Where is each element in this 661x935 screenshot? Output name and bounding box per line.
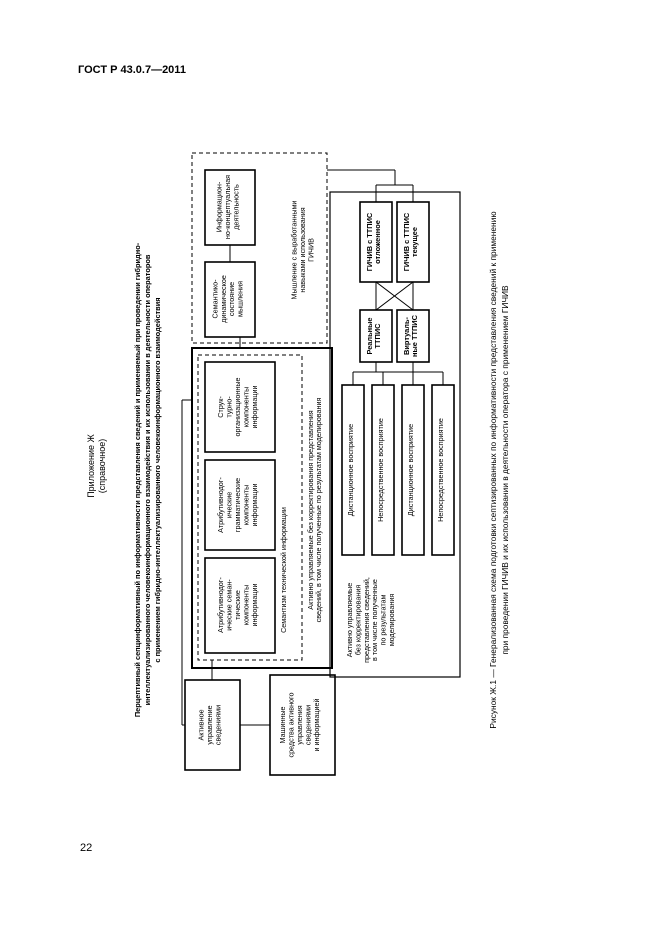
machine-means-label: средства активного	[287, 692, 296, 757]
gichiv-current-label: текущее	[410, 227, 419, 257]
semantic-inner-frame	[197, 354, 303, 661]
figure-caption: Рисунок Ж.1 — Генерализованная схема под…	[478, 150, 558, 790]
struct-org-label: информации	[250, 386, 259, 429]
active-mgmt-caption: Активно управляемые без корректирования …	[306, 410, 315, 609]
struct-org-label: Струк-	[216, 396, 225, 418]
appendix-heading: Приложение Ж (справочное)	[72, 398, 192, 508]
attr-semantic-label: компоненты	[241, 585, 250, 625]
perception-frame	[329, 191, 461, 678]
machine-means-label: и информацией	[312, 699, 321, 752]
appendix-note: (справочное)	[97, 439, 107, 494]
active-mgmt-caption: сведений, в том числе полученные по резу…	[314, 398, 323, 623]
virtual-ttpis-label: ные ТТПИС	[410, 314, 419, 357]
attr-semantic-label: тические	[233, 590, 242, 620]
semantic-tech-label: Семантизм технической информации	[279, 507, 288, 633]
attr-semantic-label: Атрибутивнодог-	[216, 577, 225, 633]
info-conceptual-label: но-концептуальная	[223, 175, 232, 239]
figure-title-line: Перцептивный сепцинформативный по информ…	[133, 242, 142, 717]
thinking-caption: навыками использования	[298, 207, 307, 292]
machine-means-label: управления	[295, 705, 304, 744]
figure-title-line: интеллектуализированного человекоинформа…	[143, 254, 152, 705]
gichiv-current-label: ГИЧИВ с ТТПИС	[402, 212, 411, 271]
active-management-label: сведениями	[213, 705, 222, 745]
semantic-frame	[191, 347, 333, 669]
attr-semantic-box	[204, 557, 276, 654]
perception-label-1: Дистанционное восприятие	[346, 424, 355, 516]
attr-grammatical-label: грамматические	[233, 478, 242, 532]
virtual-ttpis-label: Виртуаль-	[402, 317, 411, 355]
struct-org-label: компоненты	[241, 387, 250, 427]
thinking-frame	[191, 152, 328, 344]
bottom-note-label: по результатам	[379, 594, 388, 645]
attr-grammatical-box	[204, 459, 276, 551]
bottom-note-label: представления сведений,	[362, 577, 371, 663]
perception-label-2: Непосредственное восприятие	[376, 418, 385, 522]
caption-line-1: Рисунок Ж.1 — Генерализованная схема под…	[488, 211, 498, 728]
appendix-title: Приложение Ж	[86, 434, 96, 498]
struct-org-label: организационные	[233, 378, 242, 437]
document-header: ГОСТ Р 43.0.7—2011	[78, 64, 186, 76]
struct-org-box	[204, 361, 276, 453]
machine-means-label: Машинные	[278, 707, 287, 744]
page-number: 22	[80, 842, 93, 854]
active-management-label: управление	[205, 705, 214, 744]
thinking-caption: Мышление с выработанными	[290, 201, 299, 300]
bottom-note-label: без корректирования	[353, 585, 362, 656]
attr-semantic-label: ические семан-	[225, 579, 234, 631]
figure-title-line: с применением гибридно-интеллектуализиро…	[153, 297, 162, 662]
semantic-dynamic-label: Семантико-	[210, 279, 219, 319]
semantic-dynamic-label: состояние	[227, 282, 236, 316]
attr-grammatical-label: Атрибутивнодог-	[216, 477, 225, 533]
struct-org-label: турно-	[225, 396, 234, 418]
attr-semantic-label: информации	[250, 584, 259, 627]
caption-line-2: при проведении ГИЧИВ и их использовании …	[500, 285, 510, 655]
gichiv-delayed-label: ГИЧИВ с ТТПИС	[365, 212, 374, 271]
attr-grammatical-label: информации	[250, 484, 259, 527]
bottom-note-label: в том числе полученные	[370, 579, 379, 661]
info-conceptual-label: Информацион-	[215, 181, 224, 232]
attr-grammatical-label: компоненты	[241, 485, 250, 525]
active-management-label: Активное	[197, 709, 206, 740]
bottom-note-label: моделирования	[387, 594, 396, 647]
real-ttpis-label: Реальные	[365, 317, 374, 354]
perception-label-4: Непосредственное восприятие	[436, 418, 445, 522]
bottom-note-label: Активно управляемые	[345, 583, 354, 657]
info-conceptual-label: деятельность	[231, 184, 240, 230]
thinking-caption: ГИЧИВ	[306, 238, 315, 262]
semantic-dynamic-label: мышления	[236, 281, 245, 317]
perception-label-3: Дистанционное восприятие	[406, 424, 415, 516]
attr-grammatical-label: ические	[225, 492, 234, 519]
semantic-dynamic-label: динамическое	[219, 275, 228, 323]
flow-diagram: Перцептивный сепцинформативный по информ…	[133, 152, 461, 776]
real-ttpis-label: ТТПИС	[373, 323, 382, 349]
machine-means-label: сведениями	[303, 705, 312, 745]
gichiv-delayed-label: отложенное	[373, 220, 382, 264]
